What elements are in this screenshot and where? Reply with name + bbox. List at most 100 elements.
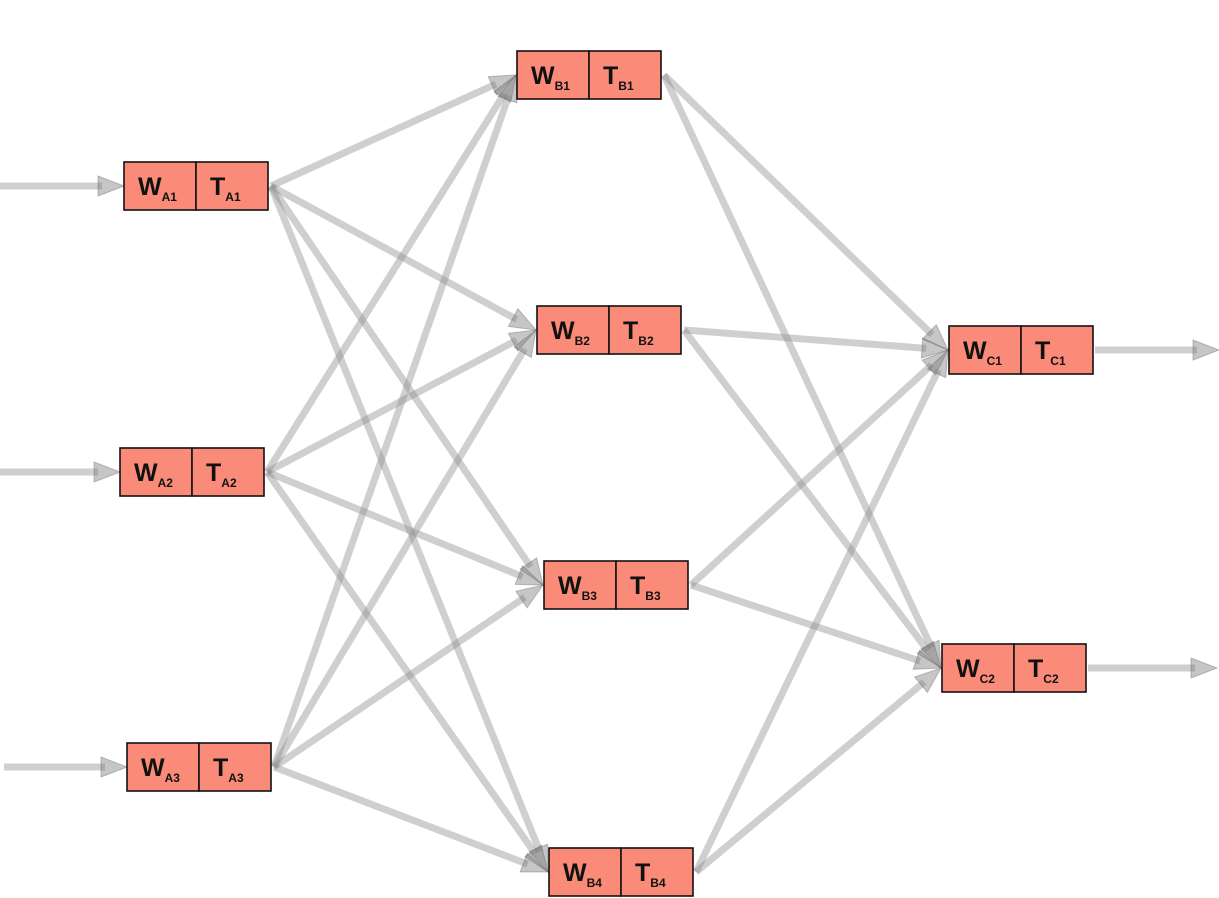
node-b3-weight-label: WB3 <box>558 572 597 603</box>
node-a3-threshold-subscript: A3 <box>228 771 244 785</box>
node-b4-threshold-box <box>620 847 694 897</box>
node-a2-threshold-main: T <box>206 459 221 487</box>
node-a1-threshold-box <box>195 161 269 211</box>
node-b2-threshold-subscript: B2 <box>638 334 654 348</box>
node-a1-threshold: TA1 <box>195 161 269 211</box>
node-c1-weight: WC1 <box>948 325 1022 375</box>
arrowhead-icon <box>507 329 538 352</box>
edge-line <box>660 73 935 650</box>
edge-a1-b3 <box>268 184 544 587</box>
edge-line <box>661 72 935 338</box>
node-c2-weight-subscript: C2 <box>980 672 996 686</box>
node-b2-threshold: TB2 <box>608 305 682 355</box>
node-b4-weight-main: W <box>563 859 587 887</box>
node-b1-weight-box <box>516 50 590 100</box>
arrowhead-icon <box>487 74 518 96</box>
node-a3-threshold-label: TA3 <box>213 754 244 785</box>
node-b3-threshold-box <box>615 560 689 610</box>
node-b2-threshold-box <box>608 305 682 355</box>
edge-line <box>264 469 539 857</box>
edge-a3-b3 <box>272 584 545 770</box>
node-a2-weight: WA2 <box>119 447 193 497</box>
node-a1-threshold-label: TA1 <box>210 173 241 204</box>
node-a3-threshold-main: T <box>213 754 228 782</box>
arrowhead-icon <box>97 175 126 197</box>
node-a3-weight: WA3 <box>126 742 200 792</box>
arrowhead-icon <box>515 584 545 609</box>
edge-a3-b2 <box>270 328 537 769</box>
edge-b3-c2 <box>689 581 943 670</box>
node-b4-weight-subscript: B4 <box>587 876 603 890</box>
node-b1-threshold-label: TB1 <box>603 62 634 93</box>
edge-b4-c1 <box>692 348 949 874</box>
node-a2: WA2 TA2 <box>119 447 265 497</box>
arrowhead-icon <box>513 328 537 359</box>
node-a3-weight-main: W <box>141 754 165 782</box>
node-b1-threshold-main: T <box>603 62 618 90</box>
edge-c1-output <box>1095 339 1219 361</box>
node-a2-weight-label: WA2 <box>134 459 173 490</box>
edge-line <box>269 80 498 190</box>
node-c2-weight-label: WC2 <box>956 655 995 686</box>
arrowhead-icon <box>514 565 545 586</box>
arrowhead-icon <box>920 337 950 359</box>
node-b2-threshold-label: TB2 <box>623 317 654 348</box>
node-b1-weight-main: W <box>531 62 555 90</box>
node-c1-weight-subscript: C1 <box>987 354 1003 368</box>
arrowhead-icon <box>93 461 122 483</box>
node-b4-threshold: TB4 <box>620 847 694 897</box>
node-c1-weight-main: W <box>963 337 987 365</box>
node-b4-threshold-main: T <box>635 859 650 887</box>
edge-b2-c2 <box>681 327 942 670</box>
edge-input-a1 <box>0 175 126 197</box>
node-a1-weight: WA1 <box>123 161 197 211</box>
node-b2-threshold-main: T <box>623 317 638 345</box>
arrowhead-icon <box>1192 339 1219 361</box>
edge-line <box>267 184 544 853</box>
node-c2-threshold-subscript: C2 <box>1043 672 1059 686</box>
node-b1-threshold-subscript: B1 <box>618 79 634 93</box>
node-b4-weight: WB4 <box>548 847 622 897</box>
edge-a1-b2 <box>269 182 538 331</box>
edge-line <box>688 362 935 588</box>
node-b1-weight: WB1 <box>516 50 590 100</box>
node-b3-weight: WB3 <box>543 560 617 610</box>
node-c1-threshold-label: TC1 <box>1035 337 1066 368</box>
node-b2-weight-subscript: B2 <box>575 334 591 348</box>
edges-layer <box>0 72 1219 875</box>
arrowhead-icon <box>913 667 943 694</box>
node-b4-threshold-label: TB4 <box>635 859 666 890</box>
node-a3-weight-box <box>126 742 200 792</box>
edge-line <box>264 91 508 474</box>
node-c1-threshold-main: T <box>1035 337 1050 365</box>
edge-b3-c1 <box>688 349 950 588</box>
node-a1-threshold-subscript: A1 <box>225 190 241 204</box>
arrowhead-icon <box>100 756 129 778</box>
edge-b4-c2 <box>693 667 943 875</box>
edge-line <box>265 468 524 580</box>
node-a2-threshold: TA2 <box>191 447 265 497</box>
node-b3-threshold-main: T <box>630 572 645 600</box>
node-a3-weight-subscript: A3 <box>165 771 181 785</box>
node-c2-threshold-main: T <box>1028 655 1043 683</box>
arrowhead-icon <box>507 307 538 331</box>
node-c1-threshold: TC1 <box>1020 325 1094 375</box>
edge-line <box>689 581 922 665</box>
node-b1-weight-subscript: B1 <box>555 79 571 93</box>
edge-a3-b4 <box>272 763 550 873</box>
node-c2-threshold-box <box>1013 643 1087 693</box>
node-c1-threshold-box <box>1020 325 1094 375</box>
edge-a1-b1 <box>269 74 518 190</box>
node-a1-weight-subscript: A1 <box>162 190 178 204</box>
arrowhead-icon <box>1190 657 1219 679</box>
node-a1-weight-label: WA1 <box>138 173 177 204</box>
node-a1-weight-box <box>123 161 197 211</box>
node-a1: WA1 TA1 <box>123 161 269 211</box>
arrowhead-icon <box>523 844 549 874</box>
edge-a2-b3 <box>265 468 545 586</box>
